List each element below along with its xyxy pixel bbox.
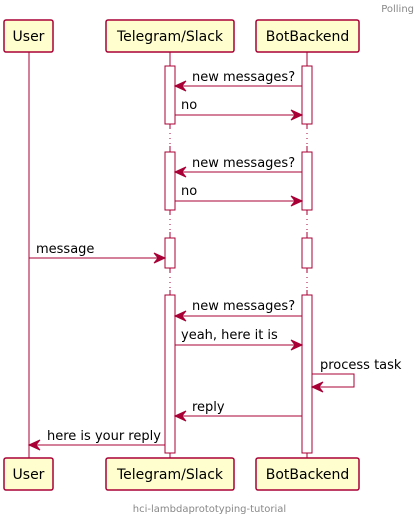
participant-label: User xyxy=(13,467,45,483)
message-10: here is your reply xyxy=(27,429,165,451)
activation-chat-4 xyxy=(164,294,176,454)
activation-chat-3 xyxy=(164,237,176,269)
participant-label: Telegram/Slack xyxy=(116,467,224,483)
activation-bot-4 xyxy=(301,294,313,454)
message-label: no xyxy=(181,184,197,199)
participant-label: User xyxy=(13,29,45,45)
message-label: new messages? xyxy=(192,70,295,85)
message-label: here is your reply xyxy=(47,429,161,444)
message-4: no xyxy=(175,184,304,207)
participant-chat-bottom: Telegram/Slack xyxy=(105,457,235,491)
activation-chat-1 xyxy=(164,65,176,125)
message-6: new messages? xyxy=(173,299,302,322)
message-7: yeah, here it is xyxy=(175,328,304,351)
participant-label: Telegram/Slack xyxy=(116,29,224,45)
participant-user-top: User xyxy=(3,19,54,53)
message-label: process task xyxy=(320,358,402,373)
message-5: message xyxy=(29,242,167,264)
activation-bot-1 xyxy=(301,65,313,125)
participant-label: BotBackend xyxy=(266,467,350,483)
message-label: new messages? xyxy=(192,299,295,314)
participant-chat-top: Telegram/Slack xyxy=(105,19,235,53)
diagram-header: Polling xyxy=(381,4,414,15)
activation-bot-2 xyxy=(301,151,313,211)
message-label: no xyxy=(181,98,197,113)
participant-bot-top: BotBackend xyxy=(255,19,360,53)
message-label: new messages? xyxy=(192,156,295,171)
message-3: new messages? xyxy=(173,156,302,178)
message-2: no xyxy=(175,98,304,121)
message-label: reply xyxy=(192,400,225,415)
activation-chat-2 xyxy=(164,151,176,211)
message-1: new messages? xyxy=(173,70,302,92)
participant-bot-bottom: BotBackend xyxy=(255,457,360,491)
participant-user-bottom: User xyxy=(3,457,54,491)
message-8: process task xyxy=(310,358,402,393)
message-9: reply xyxy=(173,400,302,422)
message-label: message xyxy=(36,242,94,257)
message-label: yeah, here it is xyxy=(181,328,278,343)
diagram-footer: hci-lambdaprototyping-tutorial xyxy=(133,504,286,515)
activation-bot-3 xyxy=(301,237,313,269)
participant-label: BotBackend xyxy=(266,29,350,45)
